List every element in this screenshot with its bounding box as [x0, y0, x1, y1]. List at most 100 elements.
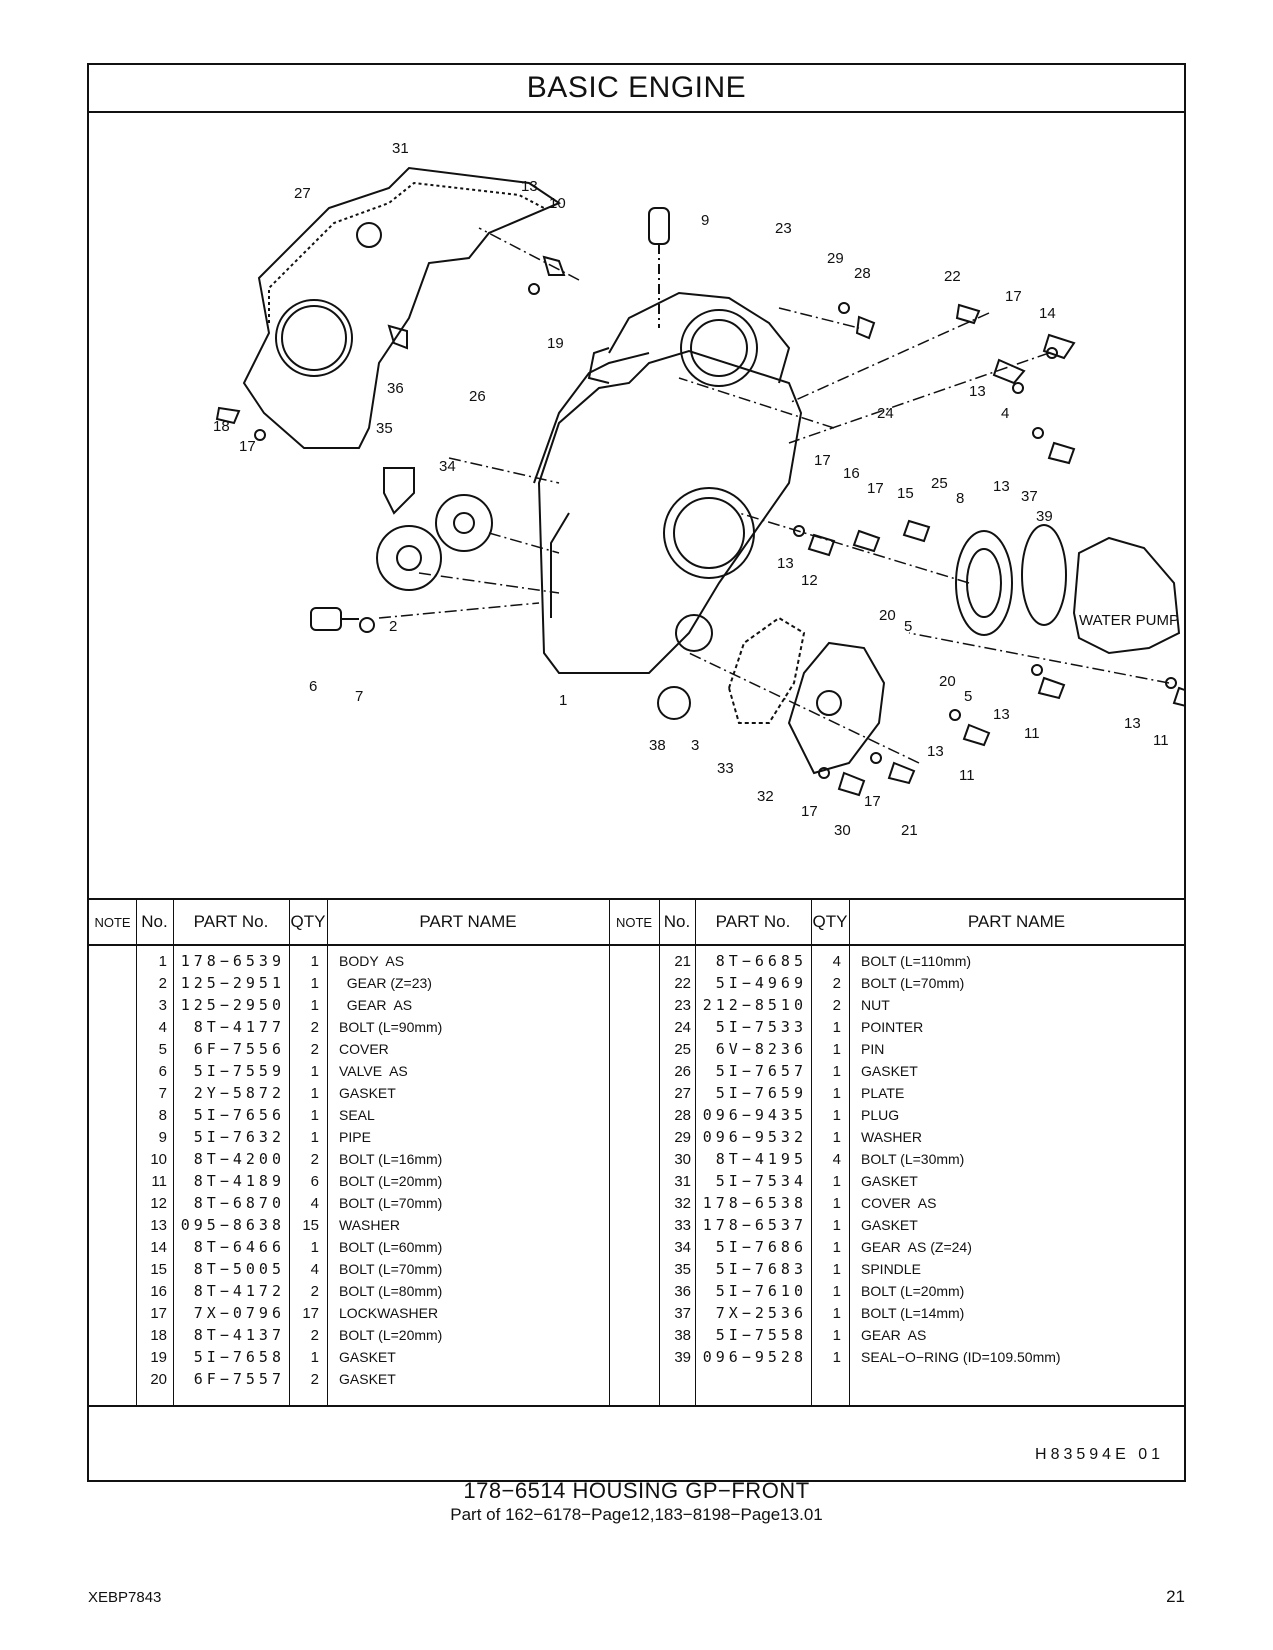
- header-qty-left: QTY: [289, 900, 327, 946]
- part-item-number: 39: [674, 1349, 691, 1366]
- part-item-number: 15: [150, 1261, 167, 1278]
- header-no-left: No.: [136, 900, 173, 946]
- part-number: 6V−8236: [715, 1040, 807, 1058]
- svg-text:28: 28: [854, 265, 871, 282]
- part-number: 178−6538: [702, 1194, 807, 1212]
- part-number: 8T−6870: [193, 1194, 285, 1212]
- part-name: BOLT (L=30mm): [861, 1151, 965, 1167]
- part-item-number: 10: [150, 1151, 167, 1168]
- part-name: PLATE: [861, 1085, 905, 1101]
- part-quantity: 2: [310, 1041, 319, 1058]
- part-name: BOLT (L=70mm): [339, 1195, 443, 1211]
- part-quantity: 2: [310, 1151, 319, 1168]
- part-quantity: 1: [310, 1349, 319, 1366]
- part-quantity: 1: [310, 997, 319, 1014]
- part-name: LOCKWASHER: [339, 1305, 439, 1321]
- part-item-number: 34: [674, 1239, 691, 1256]
- svg-text:26: 26: [469, 388, 486, 405]
- part-quantity: 1: [832, 1129, 841, 1146]
- part-item-number: 12: [150, 1195, 167, 1212]
- part-name: COVER: [339, 1041, 389, 1057]
- part-name: GASKET: [861, 1217, 918, 1233]
- part-number: 212−8510: [702, 996, 807, 1014]
- part-quantity: 17: [302, 1305, 319, 1322]
- svg-text:12: 12: [801, 572, 818, 589]
- part-quantity: 4: [832, 953, 841, 970]
- header-qty-right: QTY: [811, 900, 849, 946]
- svg-text:WATER PUMP: WATER PUMP: [1079, 612, 1179, 629]
- part-item-number: 35: [674, 1261, 691, 1278]
- header-note-left: NOTE: [89, 900, 136, 946]
- svg-text:17: 17: [814, 452, 831, 469]
- part-name: POINTER: [861, 1019, 924, 1035]
- part-name: GEAR (Z=23): [339, 975, 432, 991]
- header-partno-right: PART No.: [695, 900, 811, 946]
- part-name: BOLT (L=60mm): [339, 1239, 443, 1255]
- part-item-number: 19: [150, 1349, 167, 1366]
- part-name: GASKET: [861, 1173, 918, 1189]
- part-item-number: 26: [674, 1063, 691, 1080]
- part-name: PLUG: [861, 1107, 900, 1123]
- svg-text:13: 13: [993, 478, 1010, 495]
- assembly-reference: Part of 162−6178−Page12,183−8198−Page13.…: [450, 1505, 823, 1524]
- part-item-number: 31: [674, 1173, 691, 1190]
- part-item-number: 20: [150, 1371, 167, 1388]
- part-quantity: 1: [832, 1173, 841, 1190]
- part-quantity: 1: [832, 1305, 841, 1322]
- part-name: BOLT (L=16mm): [339, 1151, 443, 1167]
- document-id: XEBP7843: [88, 1589, 162, 1606]
- part-quantity: 1: [832, 1019, 841, 1036]
- part-item-number: 23: [674, 997, 691, 1014]
- part-name: COVER AS: [861, 1195, 937, 1211]
- part-number: 8T−4137: [193, 1326, 285, 1344]
- part-number: 8T−4200: [193, 1150, 285, 1168]
- part-quantity: 4: [832, 1151, 841, 1168]
- part-number: 7X−2536: [715, 1304, 807, 1322]
- part-quantity: 1: [310, 953, 319, 970]
- part-number: 7X−0796: [193, 1304, 285, 1322]
- part-number: 8T−4177: [193, 1018, 285, 1036]
- header-note-right: NOTE: [609, 900, 659, 946]
- part-quantity: 1: [832, 1327, 841, 1344]
- part-number: 5I−4969: [715, 974, 807, 992]
- exploded-view-diagram: 31 27 13 10 9 23 29 28 22 17 14 19 36 18…: [89, 113, 1184, 900]
- part-number: 5I−7659: [715, 1084, 807, 1102]
- part-name: SPINDLE: [861, 1261, 921, 1277]
- part-number: 8T−6685: [715, 952, 807, 970]
- svg-text:30: 30: [834, 822, 851, 839]
- svg-text:36: 36: [387, 380, 404, 397]
- svg-text:16: 16: [843, 465, 860, 482]
- svg-text:35: 35: [376, 420, 393, 437]
- part-name: BOLT (L=70mm): [339, 1261, 443, 1277]
- part-number: 8T−6466: [193, 1238, 285, 1256]
- parts-table: NOTE No. PART No. QTY PART NAME NOTE No.…: [89, 900, 1184, 1407]
- assembly-title: 178−6514 HOUSING GP−FRONT: [463, 1478, 810, 1503]
- part-number: 5I−7657: [715, 1062, 807, 1080]
- part-name: BOLT (L=20mm): [339, 1173, 443, 1189]
- part-number: 2Y−5872: [193, 1084, 285, 1102]
- part-quantity: 2: [310, 1327, 319, 1344]
- header-no-right: No.: [659, 900, 695, 946]
- part-item-number: 2: [158, 975, 167, 992]
- part-name: BOLT (L=14mm): [861, 1305, 965, 1321]
- part-number: 8T−5005: [193, 1260, 285, 1278]
- part-item-number: 29: [674, 1129, 691, 1146]
- part-number: 5I−7686: [715, 1238, 807, 1256]
- part-item-number: 11: [151, 1173, 167, 1190]
- part-item-number: 14: [150, 1239, 167, 1256]
- svg-text:13: 13: [993, 706, 1010, 723]
- svg-text:11: 11: [959, 767, 975, 784]
- part-name: GASKET: [339, 1371, 396, 1387]
- svg-text:19: 19: [547, 335, 564, 352]
- part-item-number: 21: [674, 953, 691, 970]
- part-quantity: 1: [832, 1107, 841, 1124]
- part-name: WASHER: [339, 1217, 400, 1233]
- part-item-number: 18: [150, 1327, 167, 1344]
- part-name: BOLT (L=90mm): [339, 1019, 443, 1035]
- svg-text:15: 15: [897, 485, 914, 502]
- part-item-number: 38: [674, 1327, 691, 1344]
- part-number: 5I−7558: [715, 1326, 807, 1344]
- svg-text:31: 31: [392, 140, 409, 157]
- part-number: 5I−7658: [193, 1348, 285, 1366]
- part-item-number: 37: [674, 1305, 691, 1322]
